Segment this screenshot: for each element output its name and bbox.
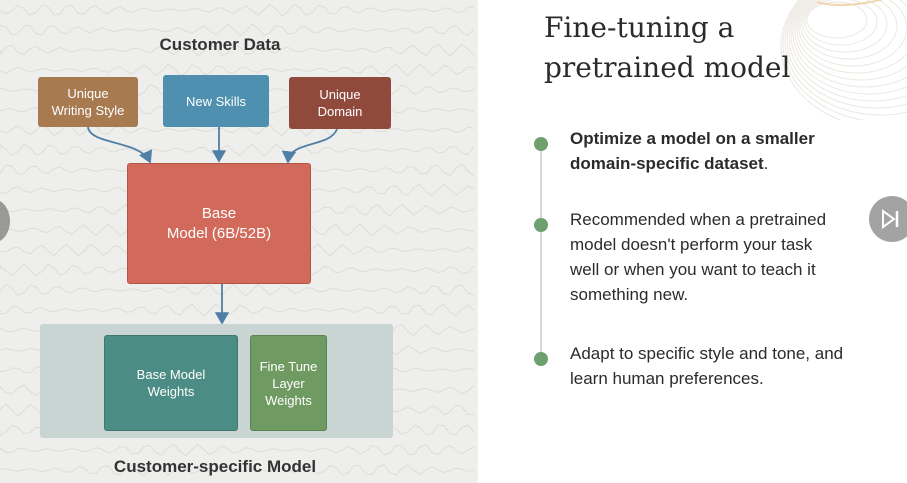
texture-ring <box>784 0 907 116</box>
squiggle-line <box>0 123 475 137</box>
squiggle-line <box>0 3 475 17</box>
texture-ring <box>804 0 878 46</box>
bullet-line: Recommended when a pretrained <box>570 207 826 232</box>
fine-tune-weights-line-2: Layer <box>272 375 305 391</box>
slide-title-line-2: pretrained model <box>544 51 791 84</box>
squiggle-line <box>0 463 475 477</box>
previous-slide-button[interactable] <box>0 199 10 243</box>
decorative-texture <box>780 0 907 120</box>
bullet-timeline <box>540 142 542 352</box>
texture-ring <box>790 0 907 95</box>
bullet-text-3: Adapt to specific style and tone, and lea… <box>570 341 843 391</box>
bullet-segment: Recommended when a pretrained <box>570 210 827 229</box>
bullet-segment: something new. <box>570 285 689 304</box>
diagram-arrows <box>87 126 338 325</box>
bullet-text-1: Optimize a model on a smaller domain-spec… <box>570 126 815 176</box>
input-1-line-1: Unique <box>67 86 109 101</box>
new-skills-text: New Skills <box>186 93 246 110</box>
squiggle-line <box>0 23 475 37</box>
bullet-line: learn human preferences. <box>570 366 843 391</box>
squiggle-line <box>0 143 475 157</box>
input-3-line-1: Unique <box>319 87 361 102</box>
texture-ring <box>796 0 907 74</box>
slide-title-line-1: Fine-tuning a <box>544 11 735 44</box>
bullet-text-2: Recommended when a pretrained model doesn… <box>570 207 826 307</box>
bullet-dot <box>534 137 548 151</box>
skip-next-icon <box>882 209 899 229</box>
new-skills-box: New Skills <box>163 75 269 127</box>
arrow-domain-to-base <box>281 128 338 164</box>
customer-data-label: Customer Data <box>159 35 281 54</box>
arrow-writing-style-to-base <box>87 126 153 164</box>
input-3-line-2: Domain <box>317 104 363 119</box>
squiggle-line <box>0 443 475 457</box>
bullet-segment: learn human preferences. <box>570 369 764 388</box>
input-2-line-1: New Skills <box>186 93 246 109</box>
texture-ring <box>780 0 842 120</box>
base-weights-line-2: Weights <box>147 384 195 399</box>
texture-ring <box>802 0 888 53</box>
bullet-segment: Optimize a model on a smaller <box>570 129 815 148</box>
squiggle-line <box>0 43 475 57</box>
squiggle-line <box>0 303 475 317</box>
bullet-dot <box>534 218 548 232</box>
squiggle-line <box>0 283 475 297</box>
bullet-dot <box>534 352 548 366</box>
fine-tune-weights-line-3: Weights <box>265 392 312 408</box>
bullet-segment: domain-specific dataset <box>570 154 764 173</box>
bullet-line: something new. <box>570 282 826 307</box>
bullet-line: Optimize a model on a smaller <box>570 126 815 151</box>
bullet-line: Adapt to specific style and tone, and <box>570 341 843 366</box>
slide-panel <box>478 0 907 483</box>
texture-ring <box>806 1 868 39</box>
base-model-line-1: Base <box>201 204 237 222</box>
bullet-segment: Adapt to specific style and tone, and <box>570 344 844 363</box>
base-model-line-2: Model (6B/52B) <box>166 224 272 242</box>
customer-specific-model-label: Customer-specific Model <box>113 457 317 476</box>
fine-tune-weights-line-1: Fine Tune <box>259 358 318 374</box>
texture-ring <box>792 0 907 88</box>
bullet-segment: model doesn't perform your task <box>570 235 813 254</box>
texture-ring <box>798 0 907 67</box>
bullet-segment: . <box>763 154 769 173</box>
texture-ring <box>800 0 898 60</box>
texture-ring <box>786 0 907 109</box>
texture-ring <box>788 0 907 102</box>
bullet-line: model doesn't perform your task <box>570 232 826 257</box>
next-slide-button[interactable] <box>869 196 907 242</box>
bullet-segment: well or when you want to teach it <box>570 260 816 279</box>
base-weights-line-1: Base Model <box>136 367 206 382</box>
slide-title: Fine-tuning a pretrained model <box>544 8 874 88</box>
bullet-line: well or when you want to teach it <box>570 257 826 282</box>
texture-ring <box>782 0 907 120</box>
texture-ring <box>794 0 907 81</box>
bullet-line: domain-specific dataset. <box>570 151 815 176</box>
squiggle-line <box>0 63 475 77</box>
input-1-line-2: Writing Style <box>51 103 125 118</box>
decorative-accent-stroke <box>816 0 884 6</box>
